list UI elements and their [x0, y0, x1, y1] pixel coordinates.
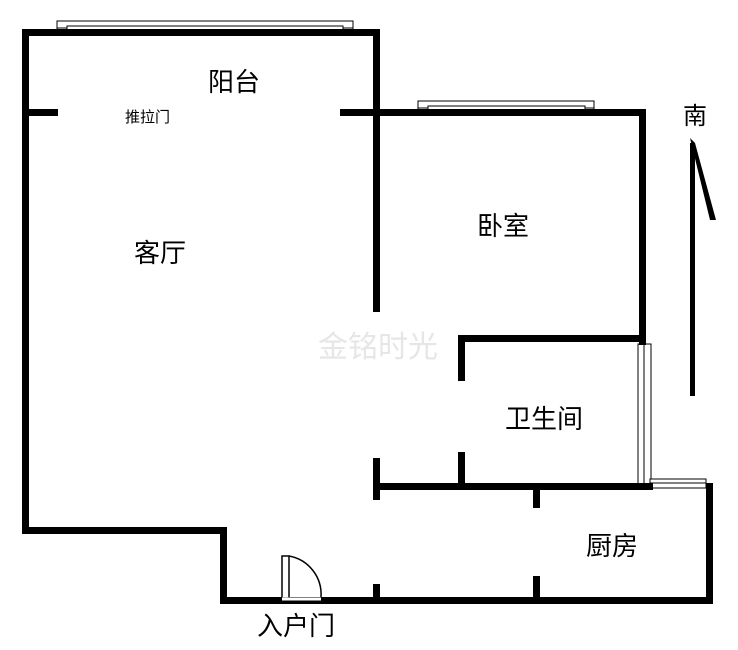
compass: 南 — [683, 102, 716, 396]
bathroom-window — [637, 343, 652, 485]
south-arrow-icon — [690, 138, 716, 396]
sliding-door-label: 推拉门 — [125, 108, 170, 126]
compass-label: 南 — [683, 102, 707, 130]
walls — [22, 29, 713, 604]
room-label-bathroom: 卫生间 — [505, 405, 583, 435]
entrance-door — [281, 555, 322, 601]
room-label-bedroom: 卧室 — [477, 212, 529, 242]
entrance-door-label: 入户门 — [257, 612, 335, 642]
watermark: 金铭时光 — [318, 330, 438, 365]
room-label-kitchen: 厨房 — [586, 532, 638, 562]
room-label-living-room: 客厅 — [134, 239, 186, 269]
room-label-balcony: 阳台 — [208, 68, 260, 98]
kitchen-window — [649, 478, 707, 489]
